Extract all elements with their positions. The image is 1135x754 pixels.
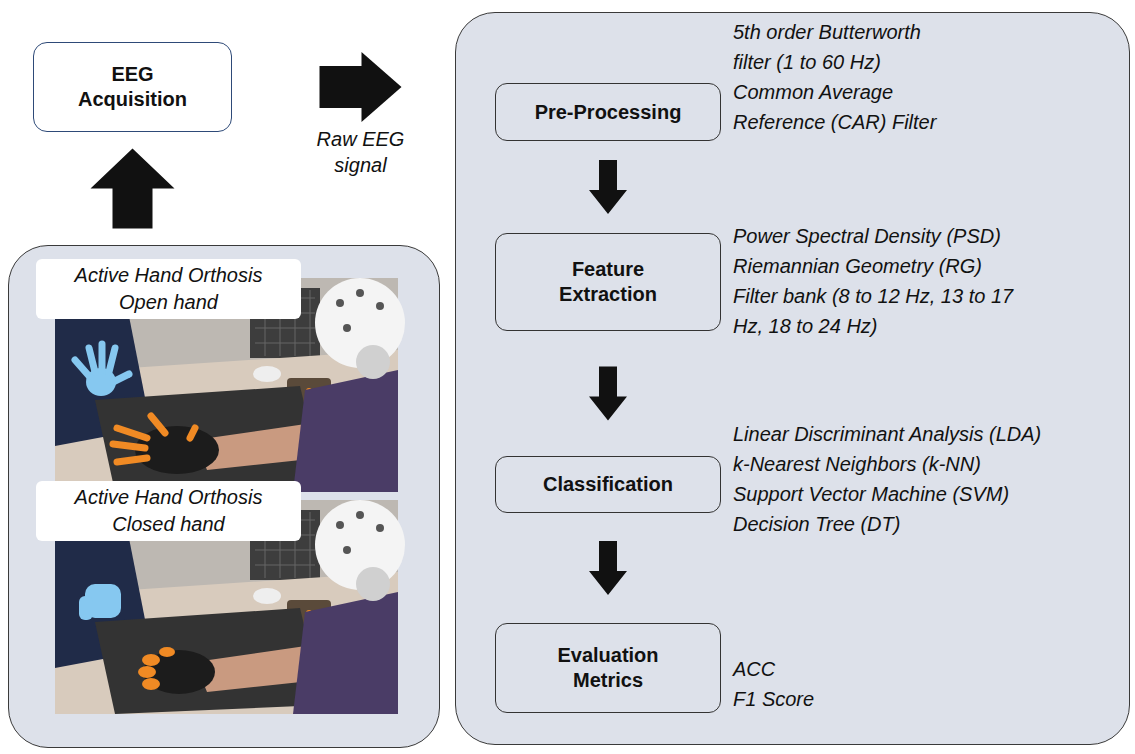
- description-text: Linear Discriminant Analysis (LDA): [733, 419, 1123, 449]
- text-group: Power Spectral Density (PSD)Riemannian G…: [733, 221, 1023, 341]
- process-box: Classification: [495, 456, 721, 513]
- edge-label: Raw EEG signal: [296, 126, 426, 178]
- box-label: EEG Acquisition: [73, 62, 193, 112]
- description-text: Decision Tree (DT): [733, 509, 1123, 539]
- setup-panel: Active Hand Orthosis Open handActive Han…: [8, 245, 440, 748]
- text-group: Linear Discriminant Analysis (LDA)k-Near…: [733, 419, 1123, 539]
- process-box: EEG Acquisition: [33, 42, 232, 132]
- description-text: Common Average Reference (CAR) Filter: [733, 77, 948, 137]
- description-text: Support Vector Machine (SVM): [733, 479, 1123, 509]
- pipeline-panel: 5th order Butterworth filter (1 to 60 Hz…: [455, 12, 1130, 745]
- process-box: Feature Extraction: [495, 233, 721, 331]
- description-text: k-Nearest Neighbors (k-NN): [733, 449, 1123, 479]
- box-label: Evaluation Metrics: [524, 643, 692, 693]
- block-arrow: [320, 52, 402, 122]
- description-text: 5th order Butterworth filter (1 to 60 Hz…: [733, 17, 948, 77]
- description-text: Power Spectral Density (PSD): [733, 221, 1023, 251]
- text-group: ACCF1 Score: [733, 654, 933, 714]
- box-label: Feature Extraction: [524, 257, 692, 307]
- image-caption: Active Hand Orthosis Open hand: [36, 259, 301, 319]
- description-text: ACC: [733, 654, 933, 684]
- image-caption: Active Hand Orthosis Closed hand: [36, 481, 301, 541]
- box-label: Pre-Processing: [535, 100, 682, 125]
- block-arrow: [91, 149, 175, 229]
- description-text: F1 Score: [733, 684, 933, 714]
- description-text: Filter bank (8 to 12 Hz, 13 to 17 Hz, 18…: [733, 281, 1023, 341]
- process-box: Evaluation Metrics: [495, 623, 721, 713]
- box-label: Classification: [543, 472, 673, 497]
- process-box: Pre-Processing: [495, 83, 721, 141]
- text-group: 5th order Butterworth filter (1 to 60 Hz…: [733, 17, 948, 137]
- description-text: Riemannian Geometry (RG): [733, 251, 1023, 281]
